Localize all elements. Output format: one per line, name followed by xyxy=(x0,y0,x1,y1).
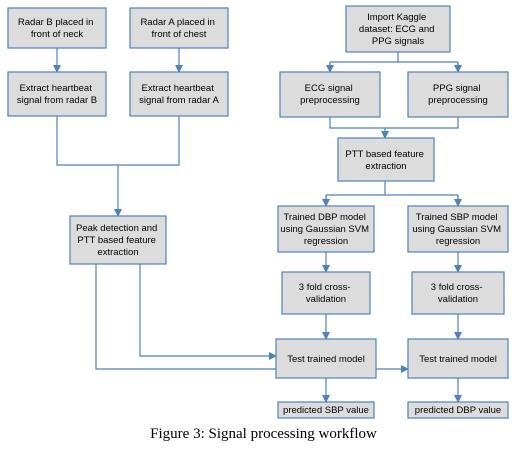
node-radar-b: Radar B placed in front of neck xyxy=(7,7,107,49)
node-radar-b-text: Radar B placed in front of neck xyxy=(18,17,96,40)
node-cross-validation-left: 3 fold cross- validation xyxy=(281,271,371,315)
node-ptt-feature-extraction: PTT based feature extraction xyxy=(337,137,435,182)
node-ppg-preprocessing-text: PPG signal preprocessing xyxy=(428,83,488,106)
node-ptt-feature-extraction-text: PTT based feature extraction xyxy=(345,149,426,172)
edge-peak-to-test-left xyxy=(139,264,277,360)
node-peak-detection: Peak detection and PTT based feature ext… xyxy=(69,215,167,265)
node-cross-validation-right-text: 3 fold cross- validation xyxy=(431,282,485,305)
node-predicted-dbp: predicted DBP value xyxy=(407,401,509,419)
edges xyxy=(53,48,462,403)
figure-caption: Figure 3: Signal processing workflow xyxy=(150,426,377,442)
node-test-model-left-text: Test trained model xyxy=(287,354,365,365)
node-import-dataset: Import Kaggle dataset: ECG and PPG signa… xyxy=(345,5,451,53)
edge-import-split xyxy=(329,52,459,72)
node-ecg-preprocessing: ECG signal preprocessing xyxy=(279,71,381,118)
node-extract-b: Extract heartbeat signal from radar B xyxy=(7,71,107,117)
node-predicted-sbp-text: predicted SBP value xyxy=(283,405,369,416)
node-predicted-sbp: predicted SBP value xyxy=(277,401,375,419)
node-extract-b-text: Extract heartbeat signal from radar B xyxy=(17,83,97,106)
edge-pre-merge xyxy=(329,117,459,138)
node-test-model-right-text: Test trained model xyxy=(419,354,497,365)
node-test-model-right: Test trained model xyxy=(407,338,509,379)
node-predicted-dbp-text: predicted DBP value xyxy=(415,405,501,416)
node-cross-validation-left-text: 3 fold cross- validation xyxy=(299,282,353,305)
edge-extracts-merge xyxy=(56,116,180,216)
node-dbp-model: Trained DBP model using Gaussian SVM reg… xyxy=(277,205,375,253)
node-ppg-preprocessing: PPG signal preprocessing xyxy=(407,71,509,118)
node-sbp-model-text: Trained SBP model using Gaussian SVM reg… xyxy=(412,212,503,247)
node-radar-a: Radar A placed in front of chest xyxy=(129,7,229,49)
node-sbp-model: Trained SBP model using Gaussian SVM reg… xyxy=(407,205,509,253)
node-test-model-left: Test trained model xyxy=(275,338,377,379)
node-peak-detection-text: Peak detection and PTT based feature ext… xyxy=(76,223,160,258)
node-extract-a: Extract heartbeat signal from radar A xyxy=(129,71,229,117)
node-import-dataset-text: Import Kaggle dataset: ECG and PPG signa… xyxy=(359,12,437,47)
node-cross-validation-right: 3 fold cross- validation xyxy=(411,271,505,315)
node-radar-a-text: Radar A placed in front of chest xyxy=(140,17,217,40)
node-dbp-model-text: Trained DBP model using Gaussian SVM reg… xyxy=(280,212,371,247)
node-extract-a-text: Extract heartbeat signal from radar A xyxy=(139,83,219,106)
edge-ptt-split xyxy=(325,181,459,206)
node-ecg-preprocessing-text: ECG signal preprocessing xyxy=(300,83,360,106)
